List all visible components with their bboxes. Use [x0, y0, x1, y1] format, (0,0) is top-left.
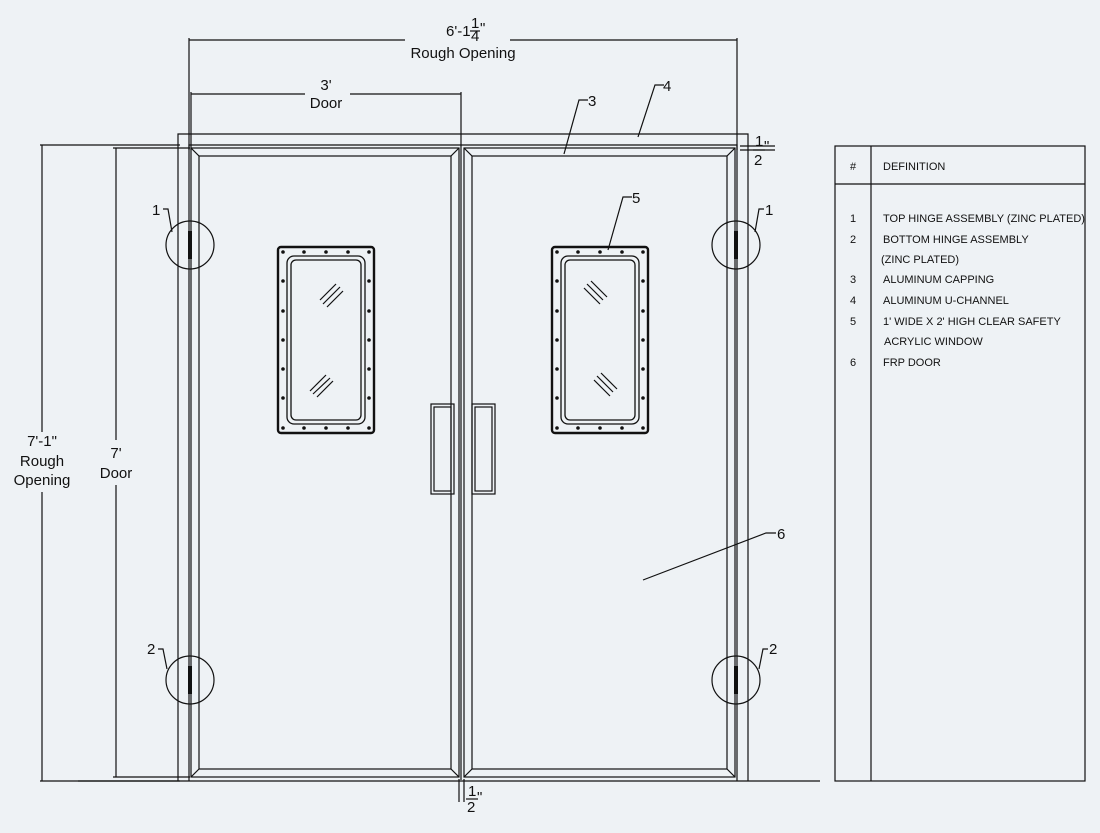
- callout-u-channel-number: 4: [663, 78, 671, 95]
- left-door-leaf: [190, 147, 460, 778]
- legend-row-text: ACRYLIC WINDOW: [884, 336, 983, 348]
- callout-capping-number: 3: [588, 93, 596, 110]
- legend-row-text: (ZINC PLATED): [881, 254, 959, 266]
- hinge-bottom-right: [711, 655, 761, 705]
- rough-opening-height-label-1: Rough: [20, 453, 64, 470]
- legend-row-number: 6: [850, 357, 856, 369]
- right-window: [550, 245, 650, 435]
- legend-row-text: 1' WIDE X 2' HIGH CLEAR SAFETY: [883, 316, 1061, 328]
- legend-table: # DEFINITION 1 TOP HINGE ASSEMBLY (ZINC …: [834, 145, 1086, 782]
- callout-u-channel: 4: [637, 78, 671, 138]
- callout-hinge-bottom-right: 2: [758, 641, 777, 670]
- hinge-top-left: [165, 220, 215, 270]
- right-window-glare: [583, 280, 618, 397]
- legend-row-text: ALUMINUM CAPPING: [883, 274, 994, 286]
- callout-hinge-top-right-number: 1: [765, 202, 773, 219]
- u-channel-frame: [177, 133, 749, 781]
- legend-row-number: 2: [850, 234, 856, 246]
- rough-opening-width-inch-mark: ": [480, 20, 485, 37]
- callout-hinge-top-left-number: 1: [152, 202, 160, 219]
- door-height-dimension: 7' Door: [100, 147, 190, 778]
- rough-opening-width-dimension: 6'-1 1 4 " Rough Opening: [188, 15, 738, 150]
- left-window-glare: [309, 283, 344, 398]
- callout-hinge-bottom-right-number: 2: [769, 641, 777, 658]
- door-width-dimension: 3' Door: [190, 77, 462, 780]
- callout-frp-door-number: 6: [777, 526, 785, 543]
- legend-row-text: BOTTOM HINGE ASSEMBLY: [883, 234, 1029, 246]
- right-push-plate: [471, 403, 496, 495]
- hinge-bottom-left: [165, 655, 215, 705]
- top-gap-inch-mark: ": [764, 138, 769, 155]
- rough-opening-width-label: Rough Opening: [410, 45, 515, 62]
- legend-header-definition: DEFINITION: [883, 161, 945, 173]
- rough-opening-width-value: 6'-1: [446, 23, 471, 40]
- left-push-plate: [430, 403, 455, 495]
- hinge-top-right: [711, 220, 761, 270]
- top-gap-frac-den: 2: [754, 152, 762, 169]
- legend-row-number: 3: [850, 274, 856, 286]
- callout-hinge-top-right: 1: [754, 202, 773, 233]
- legend-row-number: 5: [850, 316, 856, 328]
- callout-window-number: 5: [632, 190, 640, 207]
- bottom-gap-frac-den: 2: [467, 799, 475, 816]
- legend-row-number: 1: [850, 213, 856, 225]
- bottom-gap-inch-mark: ": [477, 789, 482, 806]
- legend-row-text: ALUMINUM U-CHANNEL: [883, 295, 1009, 307]
- rough-opening-width-frac-num: 1: [471, 15, 479, 32]
- legend-row-text: FRP DOOR: [883, 357, 941, 369]
- rough-opening-height-label-2: Opening: [14, 472, 71, 489]
- top-gap-dimension: 1 2 ": [740, 133, 775, 169]
- callout-hinge-top-left: 1: [152, 202, 173, 233]
- legend-row-text: TOP HINGE ASSEMBLY (ZINC PLATED): [883, 213, 1085, 225]
- rough-opening-height-dimension: 7'-1" Rough Opening: [14, 144, 180, 782]
- rough-opening-height-value: 7'-1": [27, 433, 57, 450]
- door-width-label: Door: [310, 95, 343, 112]
- top-gap-frac-num: 1: [755, 133, 763, 150]
- callout-window: 5: [607, 190, 640, 251]
- door-height-label: Door: [100, 465, 133, 482]
- callout-capping: 3: [563, 93, 596, 155]
- door-height-value: 7': [110, 445, 121, 462]
- legend-row-number: 4: [850, 295, 856, 307]
- right-door-leaf: [463, 147, 736, 778]
- rough-opening-width-frac-den: 4: [471, 28, 479, 45]
- door-width-value: 3': [320, 77, 331, 94]
- callout-hinge-bottom-left-number: 2: [147, 641, 155, 658]
- callout-hinge-bottom-left: 2: [147, 641, 168, 670]
- left-window: [276, 245, 376, 435]
- legend-header-number: #: [850, 161, 857, 173]
- callout-frp-door: 6: [642, 526, 785, 581]
- bottom-gap-frac-num: 1: [468, 783, 476, 800]
- bottom-gap-dimension: 1 2 ": [458, 779, 482, 816]
